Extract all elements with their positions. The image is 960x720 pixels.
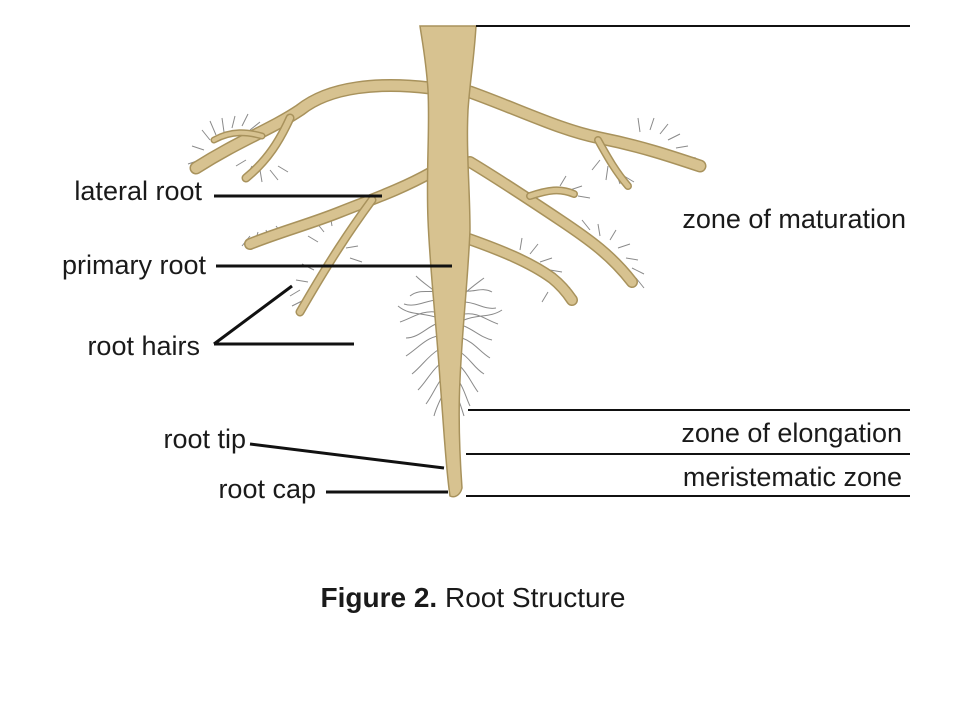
figure-caption: Figure 2. Root Structure	[0, 582, 946, 614]
root-cap-label: root cap	[218, 474, 316, 504]
root-tip-label: root tip	[163, 424, 246, 454]
lateral-roots-illustration	[189, 79, 707, 317]
root-hairs-label: root hairs	[87, 331, 200, 361]
primary-root-label: primary root	[62, 250, 207, 280]
root-tip-leader	[249, 442, 445, 470]
figure-title: Root Structure	[437, 582, 626, 613]
zone-of-maturation-label: zone of maturation	[682, 204, 906, 234]
lateral-root-label: lateral root	[74, 176, 202, 206]
root-hairs-leader-upper	[213, 284, 293, 346]
primary-root-illustration	[419, 25, 477, 498]
zone-of-elongation-label: zone of elongation	[681, 418, 902, 448]
figure-number: Figure 2.	[320, 582, 438, 613]
meristematic-zone-label: meristematic zone	[683, 462, 902, 492]
